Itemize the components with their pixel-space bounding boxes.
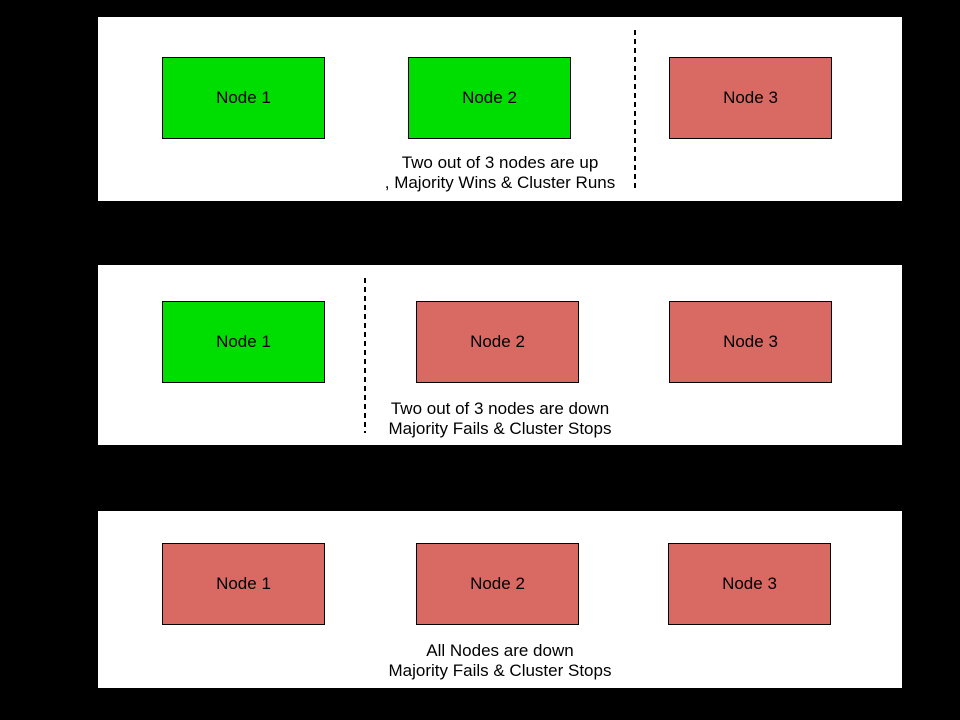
node-1-box: Node 1	[162, 57, 325, 139]
node-1-label: Node 1	[216, 332, 271, 351]
node-3-label: Node 3	[722, 574, 777, 593]
caption-line-2: , Majority Wins & Cluster Runs	[384, 173, 616, 192]
node-2-box: Node 2	[416, 543, 579, 625]
caption-line-1: Two out of 3 nodes are up	[401, 153, 599, 172]
node-2-label: Node 2	[462, 88, 517, 107]
scenario-caption: Two out of 3 nodes are down Majority Fai…	[98, 399, 902, 439]
node-2-label: Node 2	[470, 332, 525, 351]
node-3-box: Node 3	[669, 301, 832, 383]
node-1-label: Node 1	[216, 88, 271, 107]
partition-dashed-divider	[634, 30, 636, 188]
scenario-caption: All Nodes are down Majority Fails & Clus…	[98, 641, 902, 681]
node-1-label: Node 1	[216, 574, 271, 593]
node-3-box: Node 3	[668, 543, 831, 625]
node-3-label: Node 3	[723, 332, 778, 351]
node-2-box: Node 2	[408, 57, 571, 139]
node-3-box: Node 3	[669, 57, 832, 139]
scenario-panel-two-nodes-up: Node 1 Node 2 Node 3 Two out of 3 nodes …	[96, 15, 904, 203]
scenario-panel-two-nodes-down: Node 1 Node 2 Node 3 Two out of 3 nodes …	[96, 263, 904, 447]
caption-line-1: Two out of 3 nodes are down	[390, 399, 610, 418]
scenario-caption: Two out of 3 nodes are up , Majority Win…	[98, 153, 902, 193]
caption-line-2: Majority Fails & Cluster Stops	[388, 661, 612, 680]
partition-dashed-divider	[364, 278, 366, 433]
node-3-label: Node 3	[723, 88, 778, 107]
caption-line-2: Majority Fails & Cluster Stops	[388, 419, 612, 438]
scenario-panel-all-nodes-down: Node 1 Node 2 Node 3 All Nodes are down …	[96, 509, 904, 690]
node-2-box: Node 2	[416, 301, 579, 383]
caption-line-1: All Nodes are down	[426, 641, 574, 660]
node-1-box: Node 1	[162, 543, 325, 625]
node-2-label: Node 2	[470, 574, 525, 593]
node-1-box: Node 1	[162, 301, 325, 383]
